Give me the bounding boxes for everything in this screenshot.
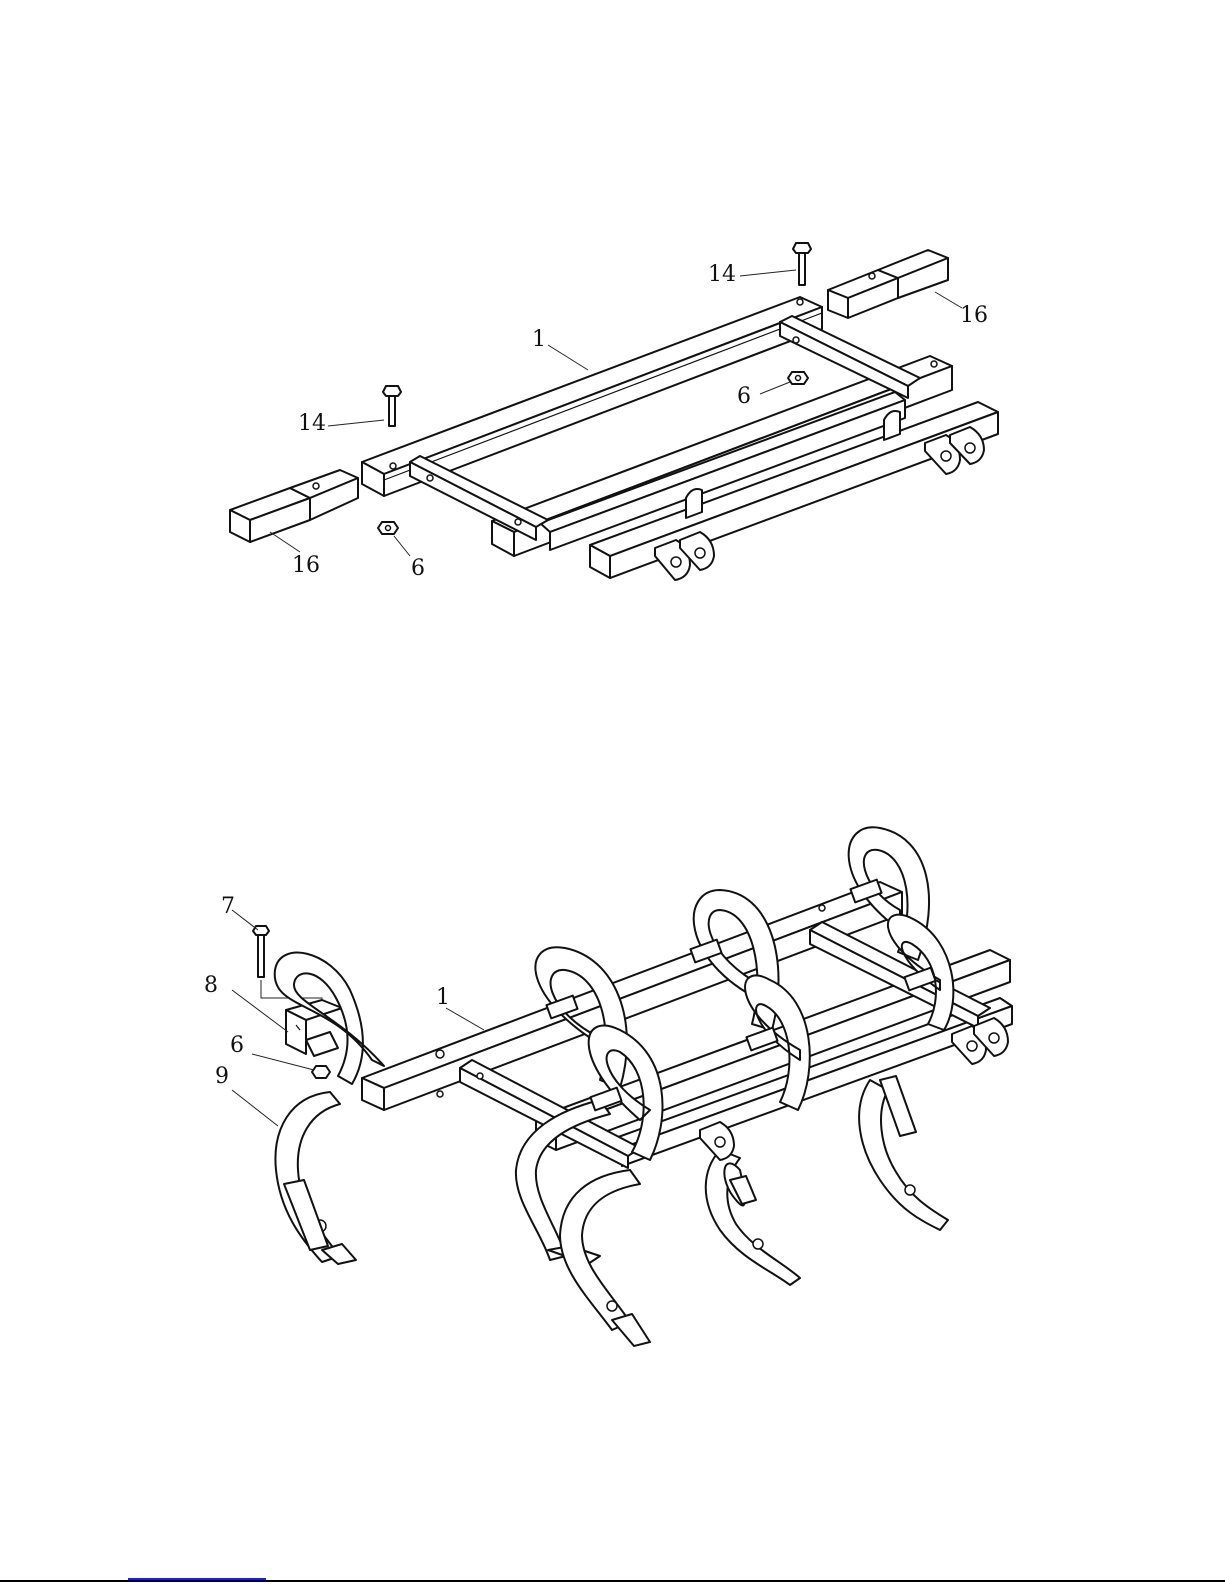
label-part-1: 1	[532, 327, 546, 352]
bolt-7	[253, 926, 269, 977]
extension-tube-right	[828, 250, 948, 318]
nut-6-lower	[312, 1066, 330, 1078]
label-part-1-assembled: 1	[436, 985, 450, 1010]
footer-rule	[0, 1580, 1225, 1582]
footer-link-underline[interactable]	[128, 1578, 266, 1580]
extension-tube-left	[230, 470, 358, 542]
label-part-6-right: 6	[737, 384, 751, 409]
label-part-14-left: 14	[298, 411, 326, 436]
cross-member-left	[410, 456, 548, 527]
label-part-14-right: 14	[708, 262, 736, 287]
bolt-left	[383, 386, 401, 426]
spring-tine-9	[275, 953, 384, 1264]
label-part-8: 8	[204, 973, 218, 998]
frame-drawing-1: 1 14 14 16 16 6 6	[230, 243, 998, 581]
label-part-6: 6	[230, 1033, 244, 1058]
nut-left	[378, 522, 398, 534]
label-part-16-left: 16	[292, 553, 320, 578]
bolt-right	[793, 243, 811, 285]
label-part-6-left: 6	[411, 556, 425, 581]
cultivator-drawing-2: 7 8 6 9 1	[204, 827, 1012, 1346]
label-part-16-right: 16	[960, 303, 988, 328]
label-part-9: 9	[215, 1064, 229, 1089]
spring-tine-2	[560, 1026, 662, 1346]
nut-right	[788, 372, 808, 384]
label-part-7: 7	[221, 894, 235, 919]
